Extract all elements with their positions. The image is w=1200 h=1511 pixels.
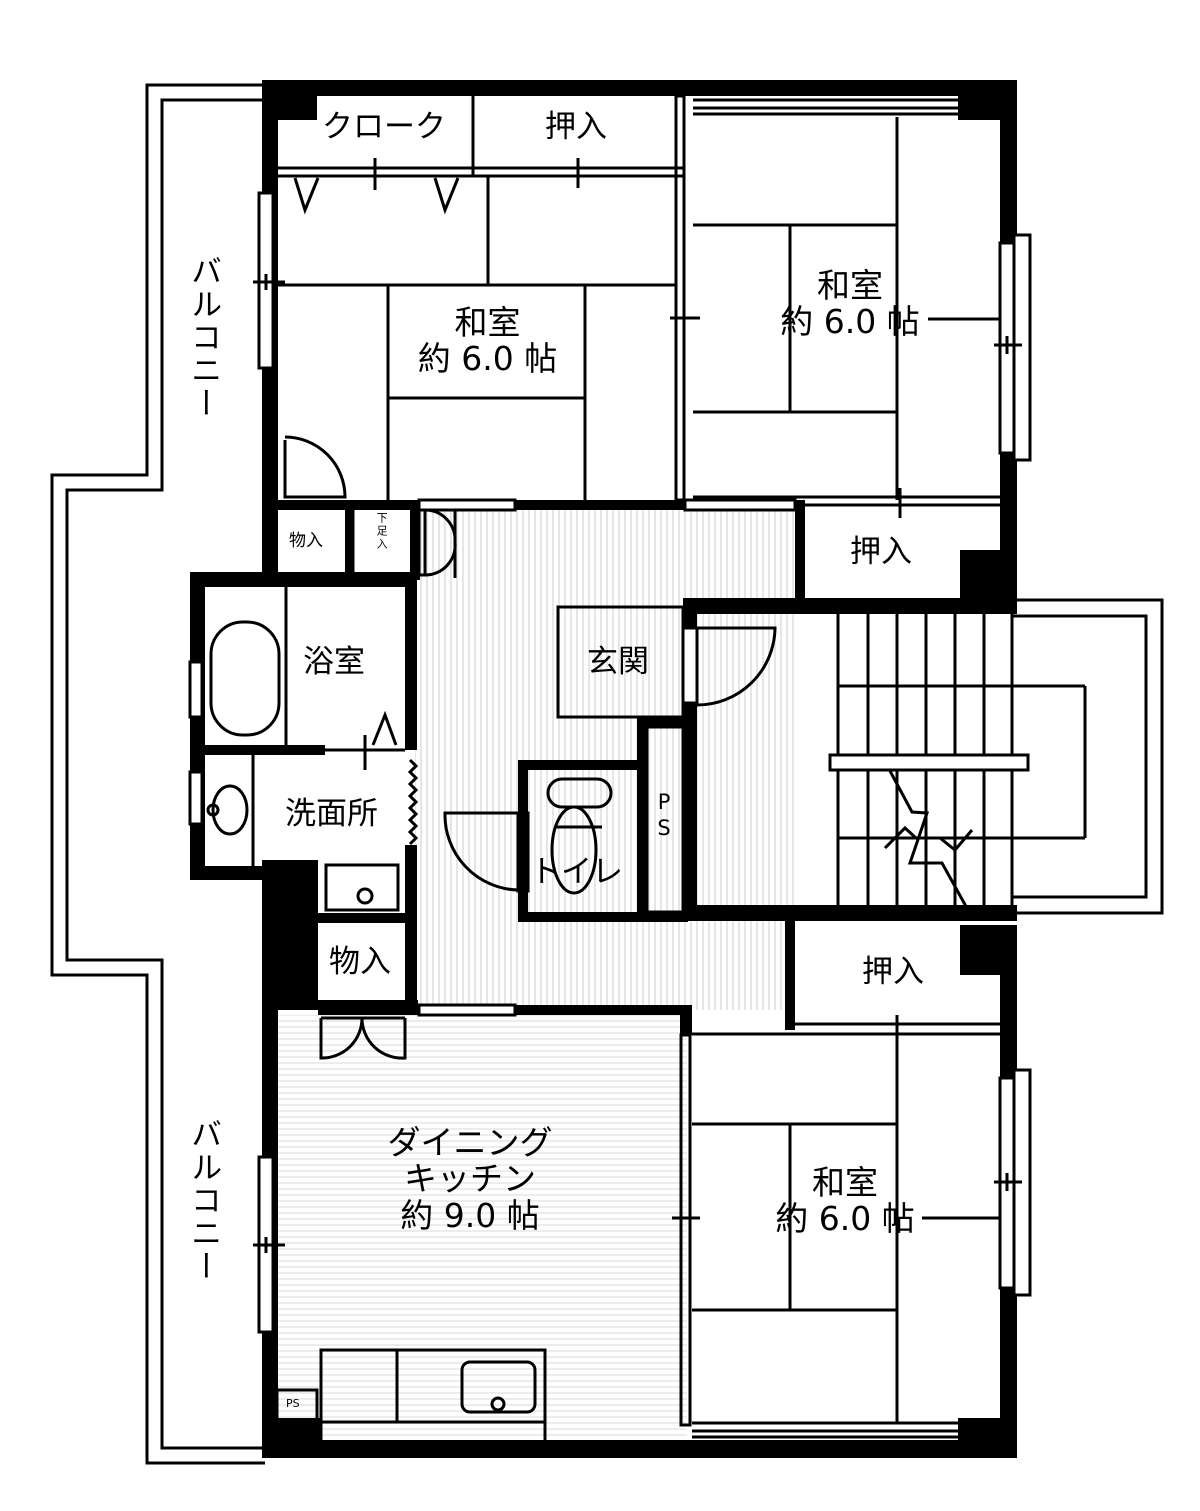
dk-floor	[277, 1015, 687, 1443]
room-label-entrance: 玄関	[587, 644, 649, 680]
room-label-oshiire-right-upper: 押入	[850, 534, 912, 570]
room-name: 和室	[454, 303, 521, 342]
room-label-washroom: 洗面所	[285, 796, 378, 832]
room-name: 和室	[817, 266, 883, 305]
room-label-shoe-storage: 下足入	[375, 512, 389, 551]
room-size: 約 6.0 帖	[780, 302, 920, 342]
room-washitsu-top-right: 和室 約 6.0 帖	[760, 266, 940, 342]
room-dining-kitchen: ダイニング キッチン 約 9.0 帖	[370, 1123, 570, 1235]
room-size: 約 6.0 帖	[775, 1199, 915, 1239]
room-size: 約 9.0 帖	[400, 1195, 540, 1235]
room-label-pipe-space: PS	[652, 790, 677, 842]
room-washitsu-top-left: 和室 約 6.0 帖	[390, 303, 585, 379]
room-label-storage-bottom: 物入	[329, 944, 391, 980]
thin-lines	[206, 94, 1164, 1444]
room-label-balcony-top: バルコニー	[185, 255, 222, 420]
room-size: 約 6.0 帖	[417, 339, 558, 379]
room-label-cloak: クローク	[322, 109, 446, 145]
balcony-outline	[50, 83, 265, 1465]
room-label-oshiire-top: 押入	[545, 109, 607, 145]
room-label-pipe-space-kitchen: PS	[286, 1397, 300, 1410]
room-label-oshiire-right-lower: 押入	[862, 954, 924, 990]
room-name-line2: キッチン	[404, 1159, 536, 1199]
room-label-toilet: トイレ	[530, 854, 623, 890]
window-ticks	[253, 274, 1022, 1253]
room-label-storage-top: 物入	[289, 531, 323, 551]
room-name: 和室	[812, 1163, 878, 1202]
room-label-balcony-bottom: バルコニー	[185, 1118, 222, 1283]
room-name-line1: ダイニング	[387, 1123, 553, 1162]
hallway-floor	[415, 505, 795, 1010]
doors	[283, 435, 777, 1060]
room-label-bathroom: 浴室	[303, 644, 365, 680]
room-washitsu-bottom-right: 和室 約 6.0 帖	[755, 1163, 935, 1239]
